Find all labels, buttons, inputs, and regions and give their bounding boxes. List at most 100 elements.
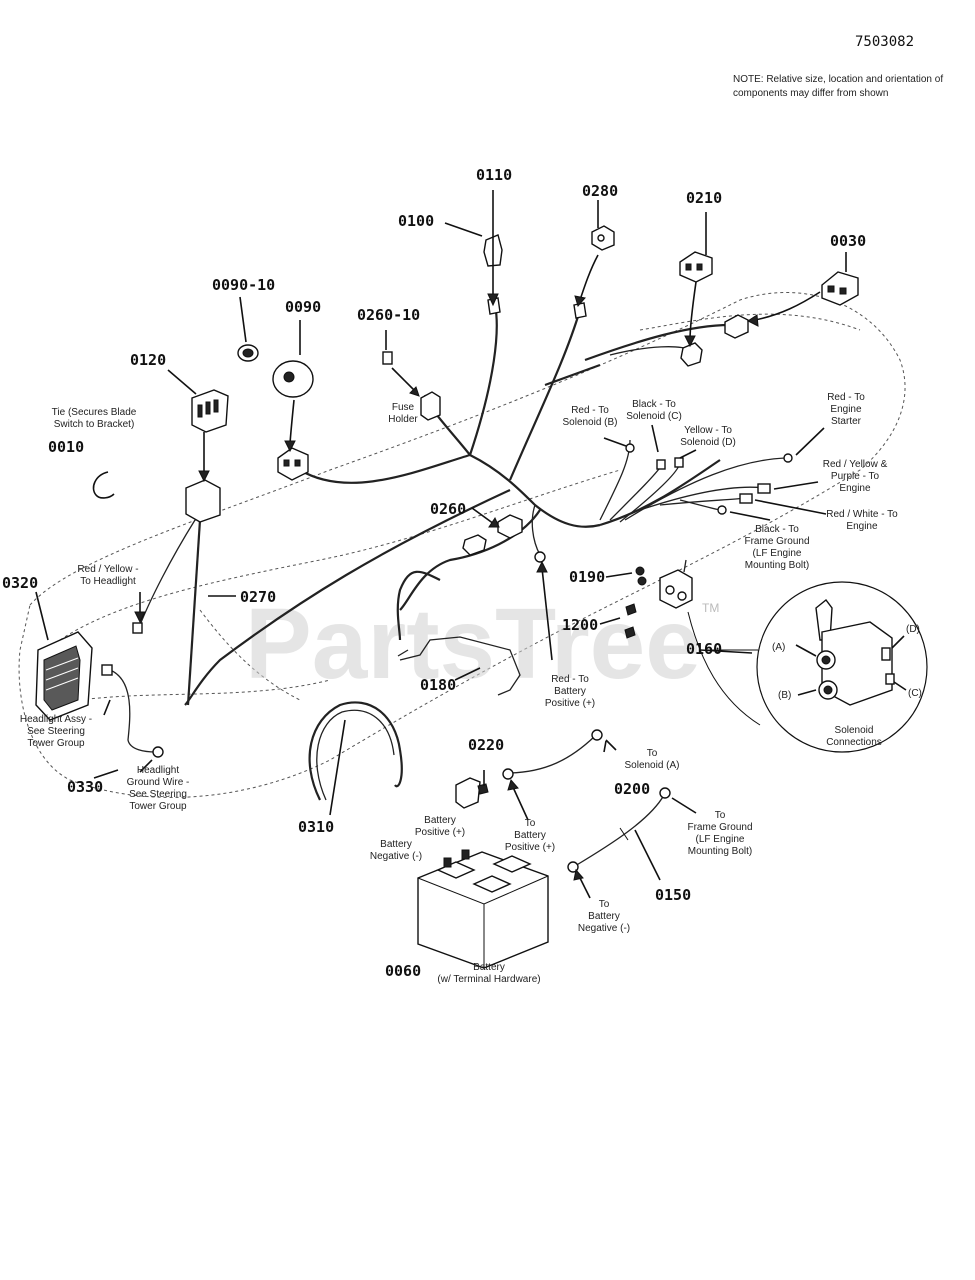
caption-headlight-ground-3: See Steering	[129, 789, 187, 800]
caption-red-yellow-headlight-2: To Headlight	[80, 576, 136, 587]
caption-headlight-assy-1: Headlight Assy -	[20, 714, 92, 725]
part-number-0310: 0310	[298, 818, 334, 836]
headlight-0320	[35, 631, 93, 721]
caption-label-c: (C)	[908, 688, 922, 699]
part-number-0120: 0120	[130, 351, 166, 369]
caption-to-battery-positive-1: To	[525, 818, 536, 829]
caption-black-solenoid-c-1: Black - To	[632, 399, 676, 410]
part-number-0180: 0180	[420, 676, 456, 694]
caption-to-solenoid-a-2: Solenoid (A)	[624, 760, 679, 771]
caption-black-frame-ground-3: (LF Engine	[753, 548, 802, 559]
caption-to-battery-negative-3: Negative (-)	[578, 923, 630, 934]
terminal-boot-0220	[455, 777, 489, 809]
part-number-0150: 0150	[655, 886, 691, 904]
part-number-0330: 0330	[67, 778, 103, 796]
caption-battery-1: Battery	[473, 962, 505, 973]
watermark-tm: TM	[702, 601, 719, 615]
caption-fuse-holder-1: Fuse	[392, 402, 415, 413]
connector-0260	[462, 514, 523, 556]
caption-tie-1: Tie (Secures Blade	[52, 407, 137, 418]
caption-to-battery-negative-1: To	[599, 899, 610, 910]
caption-battery-negative-1: Battery	[380, 839, 412, 850]
tie-0010	[92, 471, 115, 499]
part-number-1200: 1200	[562, 616, 598, 634]
note-line-2: components may differ from shown	[733, 88, 888, 99]
part-number-0060: 0060	[385, 962, 421, 980]
part-number-0030: 0030	[830, 232, 866, 250]
part-number-0220: 0220	[468, 736, 504, 754]
caption-to-frame-ground-3: (LF Engine	[696, 834, 745, 845]
part-number-0090-10: 0090-10	[212, 276, 275, 294]
nuts-0190	[635, 566, 647, 586]
caption-red-white-engine-2: Engine	[846, 521, 878, 532]
caption-to-battery-positive-2: Battery	[514, 830, 546, 841]
solenoid-0160	[659, 559, 693, 609]
caption-black-frame-ground-1: Black - To	[755, 524, 799, 535]
caption-red-engine-starter-1: Red - To	[827, 392, 865, 403]
caption-red-white-engine-1: Red / White - To	[826, 509, 898, 520]
solenoid-detail-callout	[687, 581, 928, 753]
leader-arrows	[35, 190, 907, 899]
caption-red-battery-positive-2: Battery	[554, 686, 586, 697]
knob-0090-10	[237, 344, 259, 362]
tractor-frame-outline	[18, 292, 906, 798]
caption-headlight-ground-2: Ground Wire -	[127, 777, 190, 788]
part-number-0260-10: 0260-10	[357, 306, 420, 324]
document-number: 7503082	[855, 34, 914, 50]
caption-to-frame-ground-4: Mounting Bolt)	[688, 846, 752, 857]
part-number-0190: 0190	[569, 568, 605, 586]
part-number-0280: 0280	[582, 182, 618, 200]
headlight-ground-wire-0330	[101, 664, 164, 758]
battery-0060	[417, 849, 549, 969]
connector-0210	[679, 251, 713, 367]
part-number-0160: 0160	[686, 640, 722, 658]
caption-headlight-ground-4: Tower Group	[129, 801, 187, 812]
captions: Tie (Secures Blade Switch to Bracket) Fu…	[20, 392, 922, 985]
caption-red-battery-positive-1: Red - To	[551, 674, 589, 685]
fuse-0260-10	[382, 351, 441, 421]
blade-switch-0120	[185, 389, 229, 523]
caption-solenoid-connections-2: Connections	[826, 737, 882, 748]
part-number-0110: 0110	[476, 166, 512, 184]
caption-to-battery-positive-3: Positive (+)	[505, 842, 555, 853]
bracket-0180	[397, 636, 521, 696]
caption-headlight-ground-1: Headlight	[137, 765, 179, 776]
caption-to-solenoid-a-1: To	[647, 748, 658, 759]
part-number-0090: 0090	[285, 298, 321, 316]
caption-battery-2: (w/ Terminal Hardware)	[437, 974, 540, 985]
caption-red-engine-starter-2: Engine	[830, 404, 862, 415]
part-number-callouts: 0010 0030 0060 0090 0090-10 0100 0110 01…	[2, 166, 866, 980]
caption-red-yellow-purple-3: Engine	[839, 483, 871, 494]
part-number-0010: 0010	[48, 438, 84, 456]
watermark: PartsTree	[245, 588, 701, 700]
caption-headlight-assy-3: Tower Group	[27, 738, 85, 749]
caption-black-solenoid-c-2: Solenoid (C)	[626, 411, 682, 422]
note-line-1: NOTE: Relative size, location and orient…	[733, 74, 943, 85]
caption-solenoid-connections-1: Solenoid	[835, 725, 874, 736]
caption-label-b: (B)	[778, 690, 791, 701]
caption-to-frame-ground-2: Frame Ground	[687, 822, 752, 833]
part-number-0320: 0320	[2, 574, 38, 592]
caption-to-battery-negative-2: Battery	[588, 911, 620, 922]
connector-0030	[724, 271, 859, 339]
caption-tie-2: Switch to Bracket)	[54, 419, 135, 430]
caption-fuse-holder-2: Holder	[388, 414, 418, 425]
caption-red-yellow-headlight-1: Red / Yellow -	[77, 564, 138, 575]
ring-terminals	[132, 443, 793, 634]
caption-headlight-assy-2: See Steering	[27, 726, 85, 737]
caption-red-solenoid-b-1: Red - To	[571, 405, 609, 416]
caption-battery-positive-2: Positive (+)	[415, 827, 465, 838]
caption-label-a: (A)	[772, 642, 785, 653]
caption-red-yellow-purple-2: Purple - To	[831, 471, 880, 482]
caption-yellow-solenoid-d-1: Yellow - To	[684, 425, 732, 436]
caption-to-frame-ground-1: To	[715, 810, 726, 821]
caption-black-frame-ground-2: Frame Ground	[744, 536, 809, 547]
switch-0280	[573, 225, 615, 319]
caption-yellow-solenoid-d-2: Solenoid (D)	[680, 437, 736, 448]
caption-battery-negative-2: Negative (-)	[370, 851, 422, 862]
caption-red-battery-positive-3: Positive (+)	[545, 698, 595, 709]
caption-label-d: (D)	[906, 624, 920, 635]
cable-0150	[567, 787, 671, 873]
part-number-0210: 0210	[686, 189, 722, 207]
